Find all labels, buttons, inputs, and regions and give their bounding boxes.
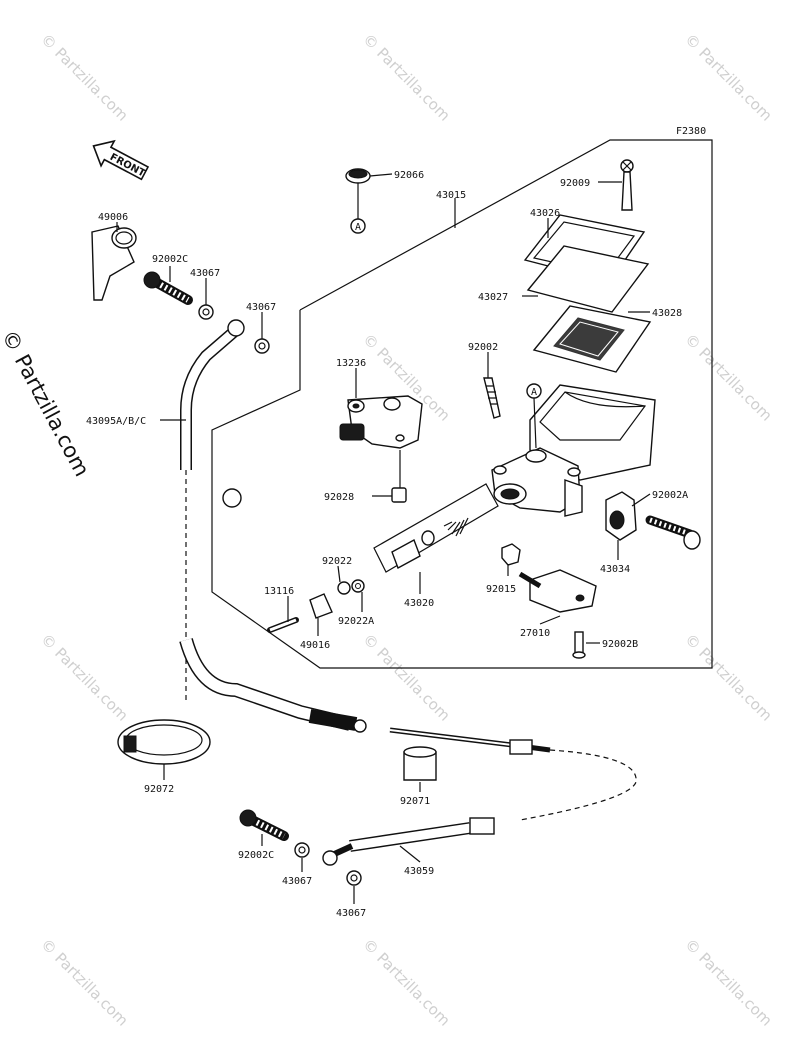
screw-92002b — [572, 631, 586, 659]
watermark: © Partzilla.com — [359, 630, 454, 725]
clamp-43034 — [605, 491, 637, 541]
piston-kit-43020 — [373, 483, 499, 573]
part-label-43015: 43015 — [436, 190, 466, 201]
watermark: © Partzilla.com — [37, 630, 132, 725]
part-label-92002: 92002 — [468, 342, 498, 353]
part-label-43059: 43059 — [404, 866, 434, 877]
plate-43027 — [526, 245, 650, 313]
bushing-92028 — [391, 487, 407, 503]
part-label-49006: 49006 — [98, 212, 128, 223]
watermark: © Partzilla.com — [681, 30, 776, 125]
screw-92009 — [620, 159, 634, 211]
watermark: © Partzilla.com — [681, 935, 776, 1030]
lever-13236 — [222, 395, 423, 508]
part-label-92022a: 92022A — [338, 616, 374, 627]
watermark: © Partzilla.com — [681, 330, 776, 425]
cap-92066 — [345, 168, 371, 184]
washer-92022a — [351, 579, 365, 593]
boot-49016 — [309, 593, 333, 619]
ref-marker-a-top: A — [350, 182, 366, 234]
ref-marker-a-body: A — [526, 383, 542, 449]
washer-43067-d — [346, 870, 362, 886]
washer-43067-c — [294, 842, 310, 858]
part-label-43067-c: 43067 — [282, 876, 312, 887]
part-label-43095: 43095A/B/C — [86, 416, 146, 427]
watermark: © Partzilla.com — [37, 935, 132, 1030]
part-labels: 92066 43015 92009 43026 43027 43028 4900… — [86, 170, 688, 919]
pushrod-13116 — [267, 617, 299, 633]
part-label-13236: 13236 — [336, 358, 366, 369]
sleeve-92071 — [403, 746, 437, 781]
watermark: © Partzilla.com — [359, 30, 454, 125]
screw-92002 — [483, 377, 501, 419]
figure-code: F2380 — [676, 126, 706, 137]
part-label-92002c-top: 92002C — [152, 254, 188, 265]
hose-43095 — [179, 319, 367, 733]
nut-92015 — [501, 543, 521, 566]
part-label-49016: 49016 — [300, 640, 330, 651]
part-label-92002b: 92002B — [602, 639, 638, 650]
washer-43067-b — [254, 338, 270, 354]
ring-92022 — [337, 581, 351, 595]
switch-27010 — [518, 569, 597, 613]
watermark: © Partzilla.com — [681, 630, 776, 725]
part-label-92072: 92072 — [144, 784, 174, 795]
ref-mark-text: A — [355, 222, 361, 233]
part-label-92071: 92071 — [400, 796, 430, 807]
bolt-92002c-top — [143, 271, 193, 305]
watermark: © Partzilla.com — [359, 935, 454, 1030]
part-label-92028: 92028 — [324, 492, 354, 503]
watermark: © Partzilla.com — [37, 30, 132, 125]
part-label-43026: 43026 — [530, 208, 560, 219]
front-arrow-icon: FRONT — [92, 139, 150, 181]
part-label-92002a: 92002A — [652, 490, 688, 501]
ref-mark-text: A — [531, 387, 537, 398]
part-label-43067-b: 43067 — [246, 302, 276, 313]
part-label-43067-d: 43067 — [336, 908, 366, 919]
part-label-43028: 43028 — [652, 308, 682, 319]
leader-lines — [116, 173, 651, 904]
part-label-43027: 43027 — [478, 292, 508, 303]
part-label-92015: 92015 — [486, 584, 516, 595]
bolt-92002c-bottom — [239, 809, 289, 841]
part-label-92022: 92022 — [322, 556, 352, 567]
part-label-43020: 43020 — [404, 598, 434, 609]
clamp-band-92072 — [117, 719, 211, 765]
part-label-92009: 92009 — [560, 178, 590, 189]
assembly-boundary — [211, 139, 713, 669]
part-label-27010: 27010 — [520, 628, 550, 639]
part-label-13116: 13116 — [264, 586, 294, 597]
part-label-43034: 43034 — [600, 564, 630, 575]
reservoir-body — [529, 384, 656, 481]
part-label-43067-a: 43067 — [190, 268, 220, 279]
part-label-92002c-bottom: 92002C — [238, 850, 274, 861]
master-cylinder-body — [491, 447, 583, 517]
part-label-92066: 92066 — [394, 170, 424, 181]
washer-43067-a — [198, 304, 214, 320]
cable-43059 — [322, 727, 637, 866]
bolt-92002a — [645, 515, 701, 550]
diaphragm-43028 — [532, 305, 652, 373]
boot-49006 — [91, 225, 137, 301]
